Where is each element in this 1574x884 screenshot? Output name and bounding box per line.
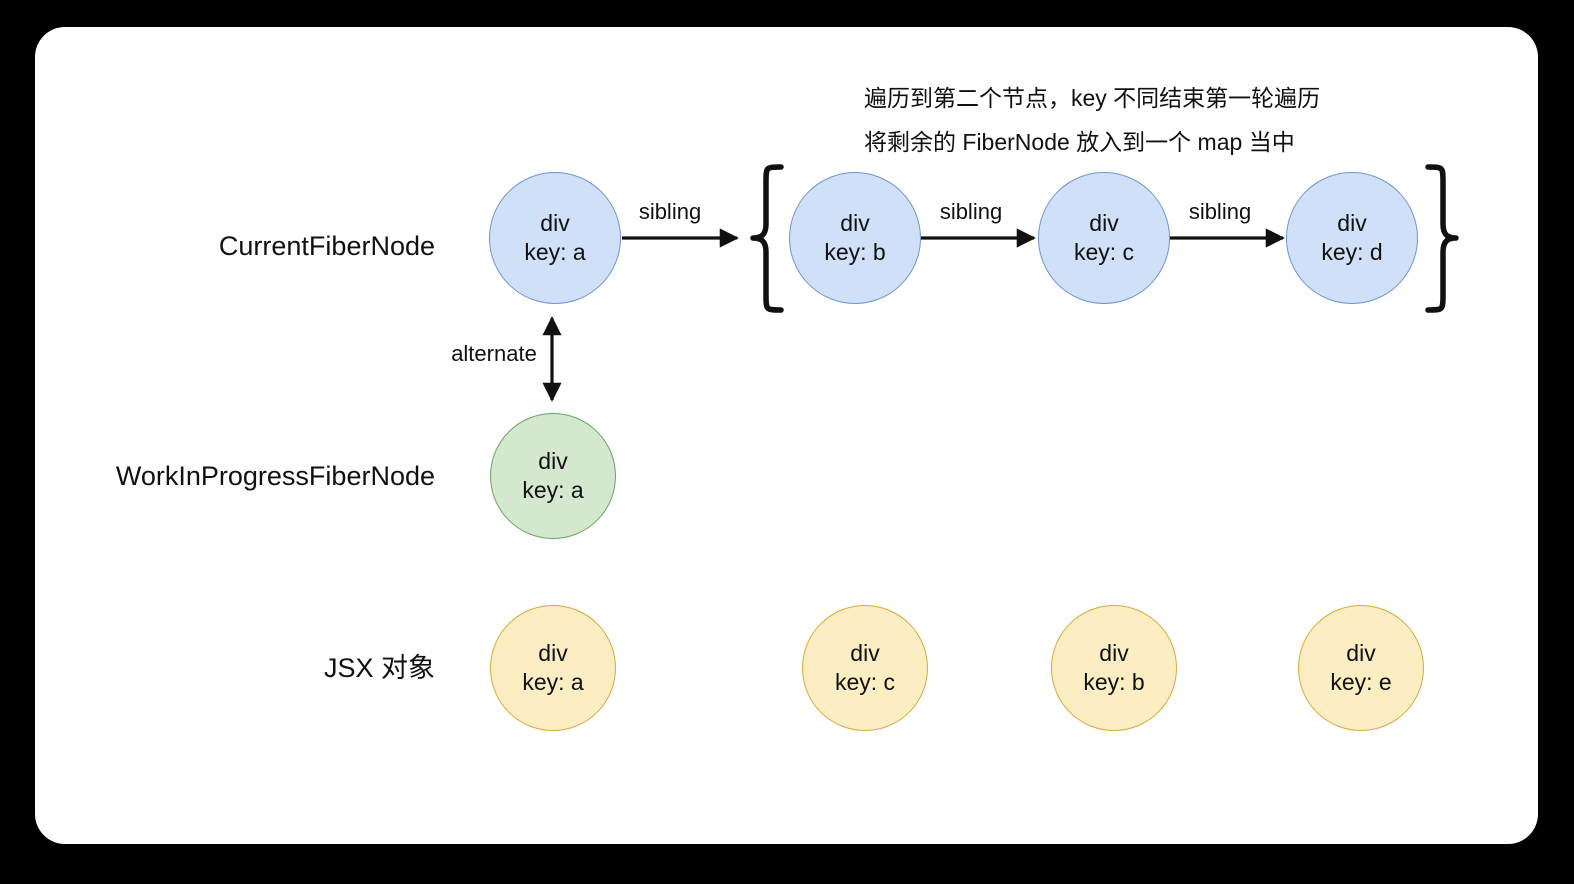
- fiber-node-c[interactable]: div key: c: [1038, 172, 1170, 304]
- jsx-node-b[interactable]: div key: b: [1051, 605, 1177, 731]
- wip-fiber-node-a-tag: div: [538, 448, 568, 474]
- jsx-node-c[interactable]: div key: c: [802, 605, 928, 731]
- fiber-node-c-tag: div: [1089, 210, 1119, 236]
- jsx-node-e-tag: div: [1346, 640, 1376, 666]
- row-label-work-in-progress-fiber-node: WorkInProgressFiberNode: [115, 460, 435, 491]
- jsx-node-e[interactable]: div key: e: [1298, 605, 1424, 731]
- edge-label-sibling-b-c: sibling: [939, 199, 1003, 224]
- edge-label-alternate: alternate: [451, 341, 537, 366]
- jsx-node-b-key: key: b: [1083, 669, 1145, 695]
- jsx-node-c-key: key: c: [834, 669, 896, 695]
- jsx-node-a[interactable]: div key: a: [490, 605, 616, 731]
- fiber-node-c-key: key: c: [1073, 239, 1135, 265]
- fiber-node-a[interactable]: div key: a: [489, 172, 621, 304]
- annotation-line-2: 将剩余的 FiberNode 放入到一个 map 当中: [864, 129, 1295, 155]
- wip-fiber-node-a[interactable]: div key: a: [490, 413, 616, 539]
- jsx-node-c-tag: div: [850, 640, 880, 666]
- fiber-node-d-key: key: d: [1321, 239, 1383, 265]
- fiber-node-a-key: key: a: [524, 239, 586, 265]
- edge-label-sibling-a-b: sibling: [638, 199, 702, 224]
- jsx-node-b-tag: div: [1099, 640, 1129, 666]
- fiber-node-b-key: key: b: [824, 239, 886, 265]
- fiber-node-b[interactable]: div key: b: [789, 172, 921, 304]
- annotation-line-1: 遍历到第二个节点，key 不同结束第一轮遍历: [864, 85, 1321, 111]
- fiber-node-d-tag: div: [1337, 210, 1367, 236]
- jsx-node-e-key: key: e: [1330, 669, 1392, 695]
- fiber-node-d[interactable]: div key: d: [1286, 172, 1418, 304]
- row-label-current-fiber-node: CurrentFiberNode: [218, 230, 435, 261]
- diagram-panel: [35, 27, 1538, 844]
- edge-label-sibling-c-d: sibling: [1188, 199, 1252, 224]
- row-label-jsx-objects: JSX 对象: [323, 652, 435, 683]
- wip-fiber-node-a-key: key: a: [522, 477, 584, 503]
- jsx-node-a-key: key: a: [522, 669, 584, 695]
- fiber-node-a-tag: div: [540, 210, 570, 236]
- fiber-node-b-tag: div: [840, 210, 870, 236]
- jsx-node-a-tag: div: [538, 640, 568, 666]
